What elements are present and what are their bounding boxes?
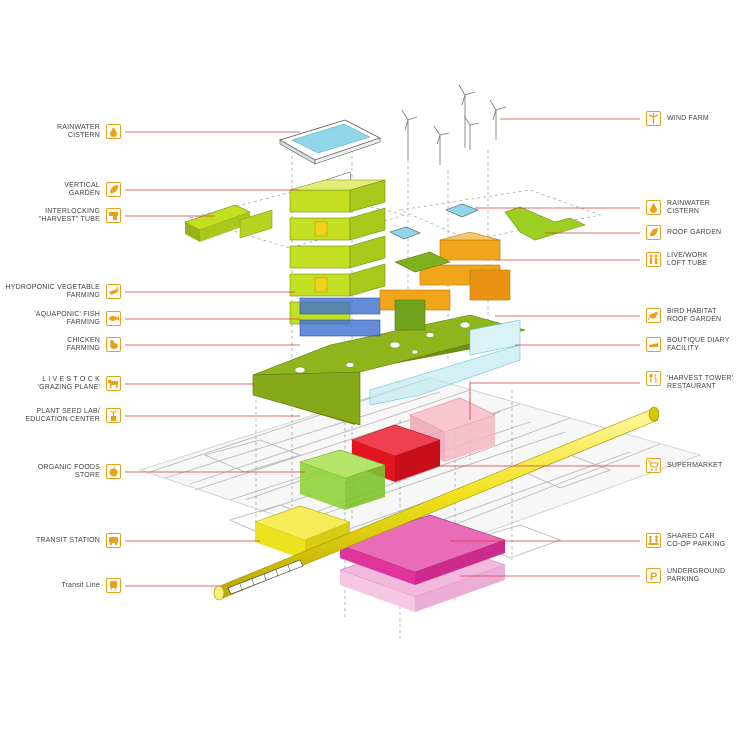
rainwater-cistern-top — [278, 119, 382, 165]
fork-knife-icon — [646, 371, 661, 386]
leaf-icon — [646, 225, 661, 240]
live-work-loft-tubes — [379, 231, 511, 331]
train-icon — [106, 578, 121, 593]
label-interlocking-harvest-tube: INTERLOCKING"HARVEST" TUBE — [38, 208, 100, 223]
cheese-icon — [646, 337, 661, 352]
wind-turbines — [401, 84, 507, 165]
label-plant-seed-lab: PLANT SEED LAB/EDUCATION CENTER — [25, 408, 100, 423]
label-transit-station: TRANSIT STATION — [35, 537, 100, 544]
fish-icon — [106, 311, 121, 326]
organic-store-green-box — [299, 449, 386, 510]
apple-icon — [106, 464, 121, 479]
harvest-tube-green — [184, 204, 273, 242]
leader-lines — [125, 118, 640, 587]
cart-icon — [646, 458, 661, 473]
label-transit-line: Transit Line — [61, 582, 100, 589]
transit-tube — [213, 406, 660, 601]
parking-boxes — [339, 514, 506, 612]
label-wind-farm: WIND FARM — [667, 115, 709, 122]
svg-text:P: P — [650, 571, 657, 581]
bird-icon — [646, 308, 661, 323]
seedling-icon — [106, 408, 121, 423]
leaf-icon — [106, 182, 121, 197]
parking-icon: P — [646, 568, 661, 583]
label-roof-garden: ROOF GARDEN — [667, 229, 722, 236]
water-droplet-icon — [646, 200, 661, 215]
cow-icon — [106, 376, 121, 391]
vegetable-icon — [106, 284, 121, 299]
people-car-icon — [646, 533, 661, 548]
water-droplet-icon — [106, 124, 121, 139]
tube-icon — [106, 208, 121, 223]
people-icon — [646, 252, 661, 267]
vertical-farm-tower — [289, 171, 386, 337]
label-supermarket: SUPERMARKET — [667, 462, 723, 469]
livestock-grazing-plane — [252, 314, 527, 426]
small-cisterns — [389, 203, 479, 240]
chicken-icon — [106, 337, 121, 352]
wind-turbine-icon — [646, 111, 661, 126]
bus-icon — [106, 533, 121, 548]
ghost-plates — [188, 189, 602, 249]
roof-garden-plate — [504, 206, 586, 241]
label-harvest-tower-restaurant: 'HARVEST TOWER'RESTAURANT — [667, 375, 734, 390]
label-livestock-grazing-plane: L I V E S T O C K'GRAZING PLANE' — [37, 376, 100, 391]
boutique-diary-box — [369, 319, 521, 406]
